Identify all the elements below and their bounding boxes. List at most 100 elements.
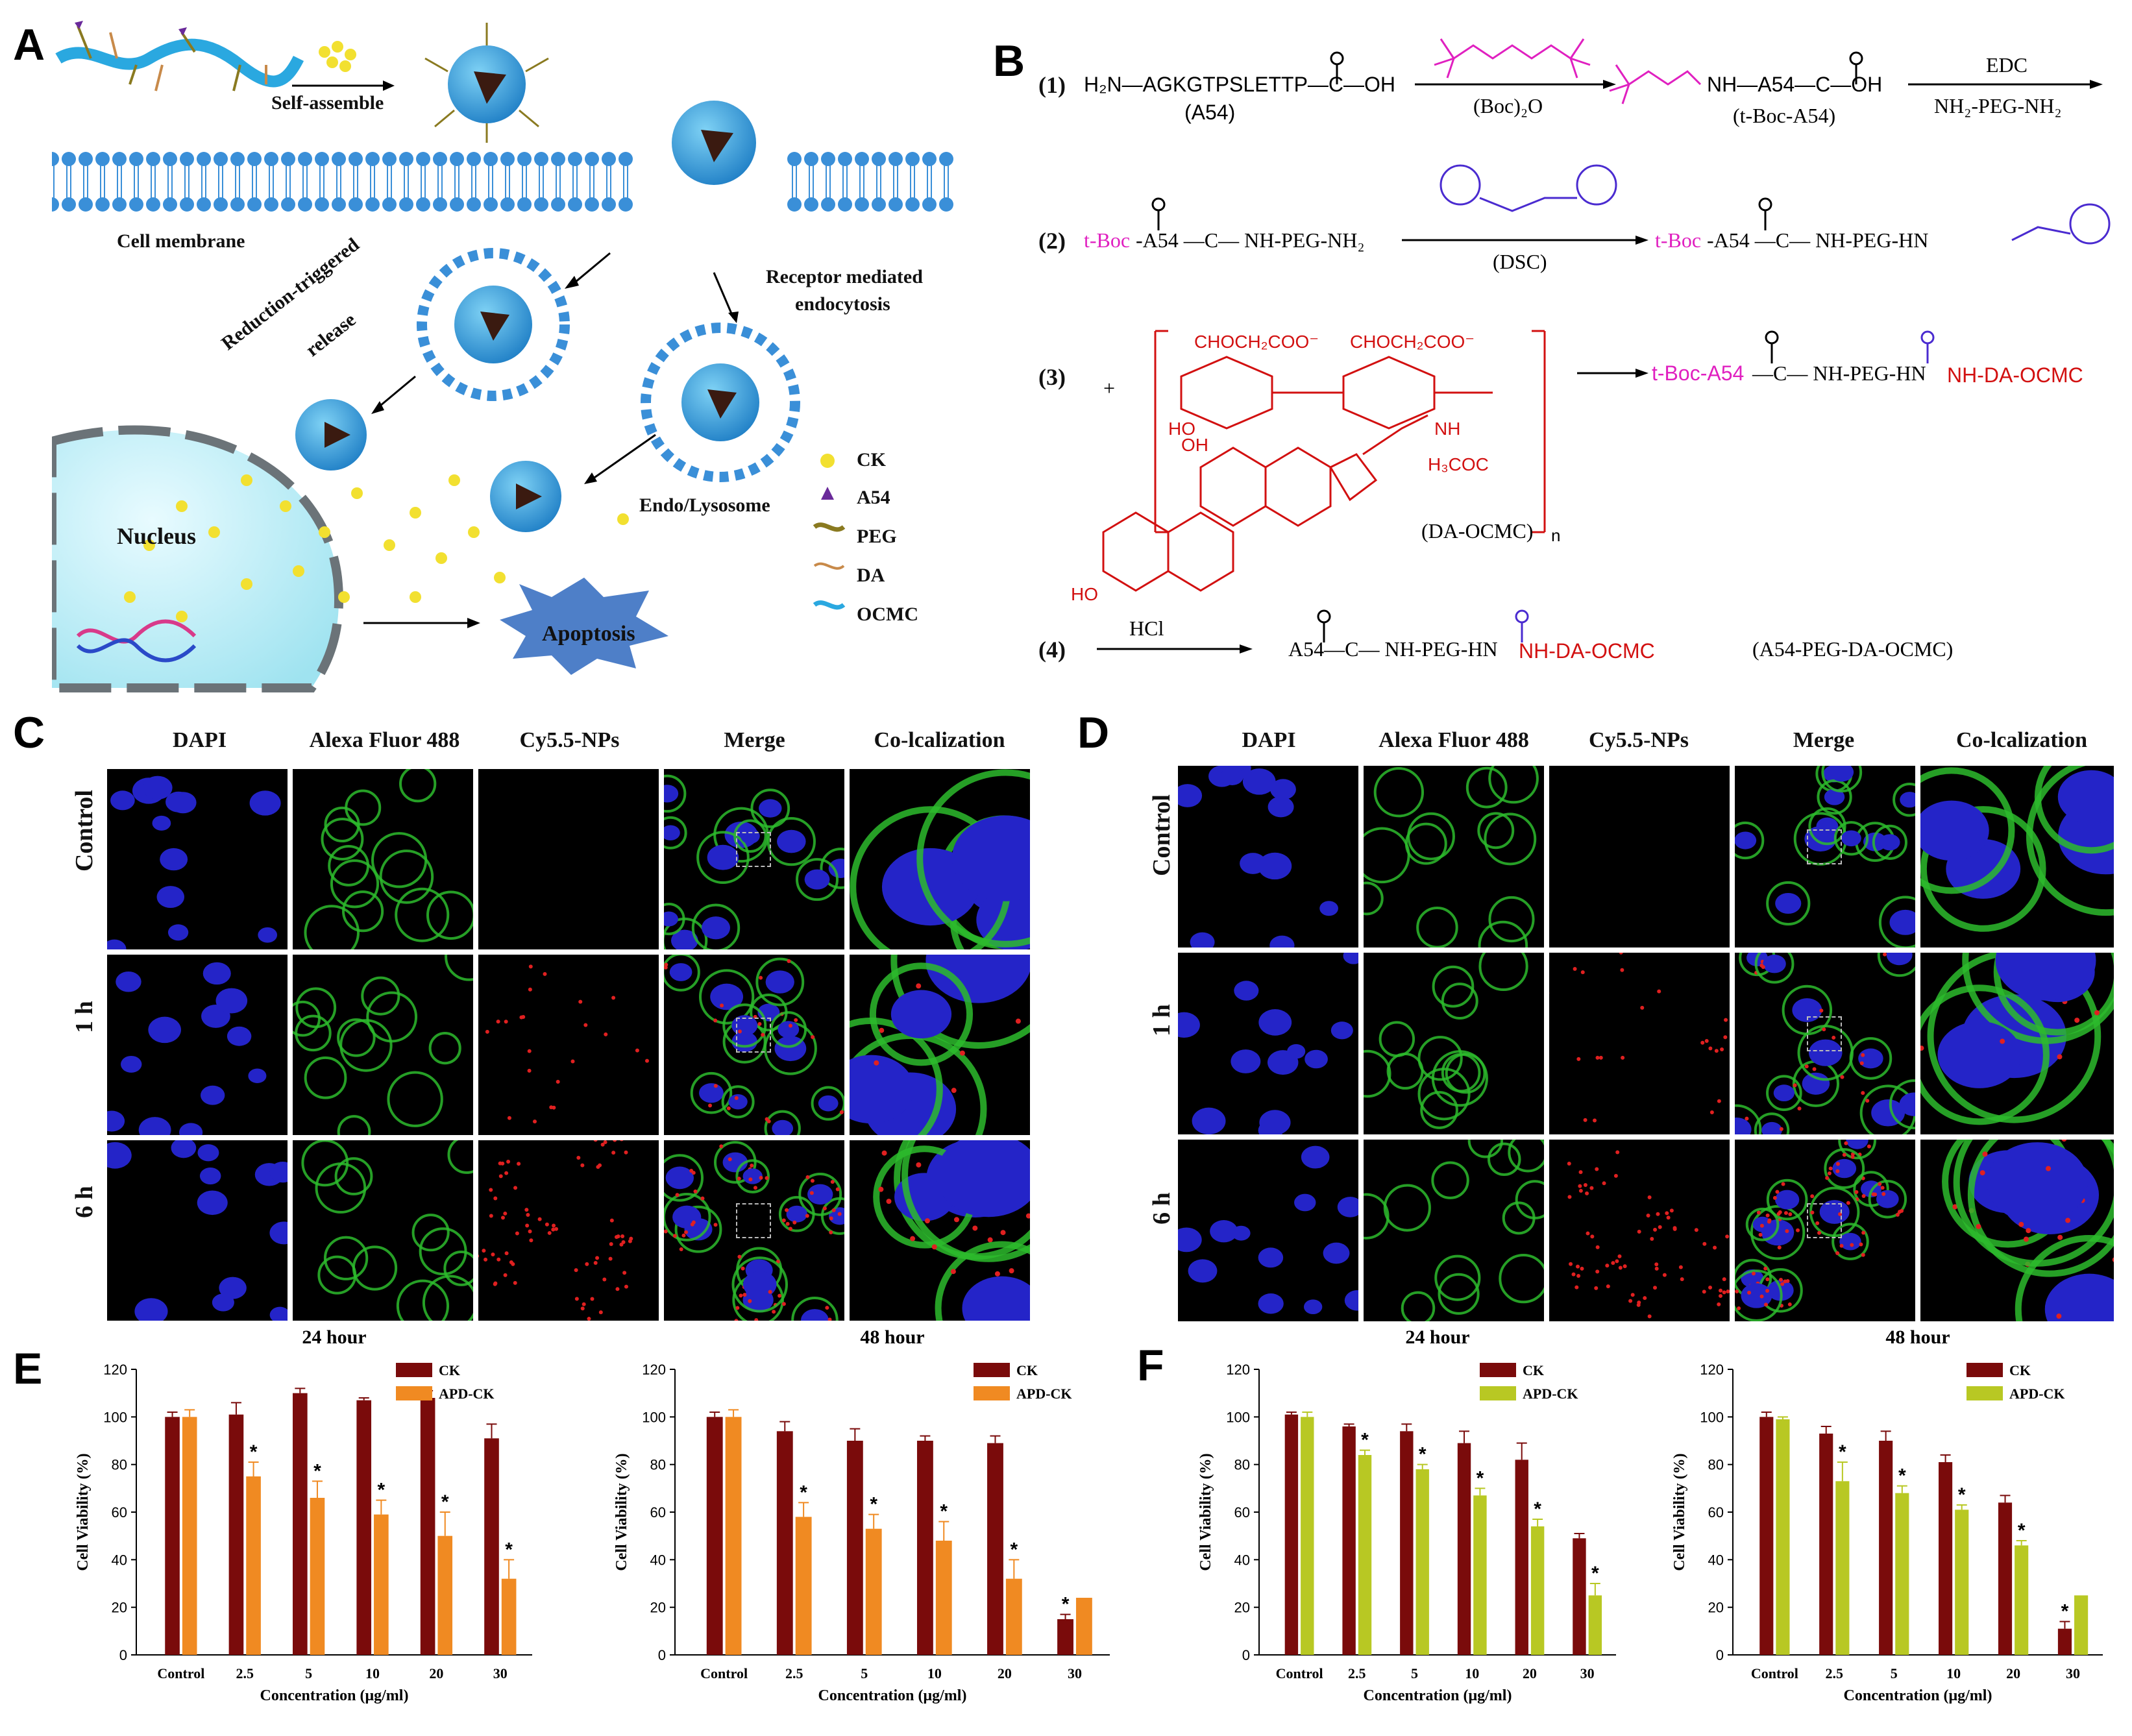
cell-membrane-bilayer [52, 169, 954, 173]
y-tick-label: 0 [658, 1647, 666, 1663]
x-tick-label: 30 [1580, 1665, 1595, 1681]
step-1: (1) [1038, 72, 1066, 98]
y-tick-label: 20 [1708, 1600, 1724, 1616]
c-tile-1h-coloc [850, 955, 1030, 1135]
legend-a54-label: A54 [857, 487, 890, 508]
x-tick-label: 2.5 [1348, 1665, 1366, 1681]
y-tick-label: 100 [1226, 1409, 1250, 1425]
chart-title: 24 hour [1405, 1326, 1469, 1348]
bar-apd-ck [437, 1535, 453, 1655]
c-tile-control-dapi [107, 769, 288, 949]
significance-mark: * [441, 1491, 449, 1513]
d-row-1h: 1 h [1148, 1004, 1175, 1036]
bar-ck [293, 1393, 308, 1655]
d-tile-control-coloc [1920, 766, 2114, 947]
synthesis-scheme-lines [1097, 38, 2111, 654]
d-tile-control-merge [1735, 766, 1915, 947]
bar-ck [1284, 1414, 1299, 1655]
significance-mark: * [1476, 1467, 1484, 1489]
bar-apd-ck [1835, 1481, 1850, 1655]
bar-ck [987, 1443, 1003, 1655]
d-tile-control-alexa [1364, 766, 1544, 947]
y-tick-label: 0 [119, 1647, 127, 1663]
y-axis-label: Cell Viability (%) [1671, 1453, 1688, 1571]
nh-da-ocmc-4: NH-DA-OCMC [1519, 639, 1655, 663]
nucleus-icon [47, 425, 343, 692]
panel-label-b: B [993, 36, 1025, 86]
d-tile-1h-dapi [1178, 953, 1358, 1134]
legend-label: CK [439, 1362, 460, 1378]
legend-swatch [1967, 1363, 2003, 1377]
a54-reactant: H₂N—AGKGTPSLETTP—C—OH [1084, 73, 1396, 96]
legend-label: APD-CK [1523, 1386, 1578, 1402]
bar-apd-ck [2074, 1595, 2089, 1655]
bar-apd-ck [374, 1514, 389, 1655]
significance-mark: * [800, 1482, 807, 1503]
peg-hn-3: —C— NH-PEG-HN [1752, 361, 1926, 385]
tboc-a54-peg-nhs: -A54 —C— NH-PEG-HN [1707, 228, 1929, 252]
bar-apd-ck [1473, 1495, 1487, 1655]
bar-apd-ck [2015, 1545, 2029, 1655]
zoom-region-box [736, 832, 772, 868]
bar-apd-ck [1588, 1595, 1602, 1655]
bar-apd-ck [725, 1417, 742, 1655]
da-ocmc-name: (DA-OCMC) [1421, 519, 1534, 543]
nucleus-label: Nucleus [117, 523, 197, 549]
tboc-a54-name: (t-Boc-A54) [1733, 104, 1836, 127]
boc-anhydride-structure [1434, 38, 1591, 79]
d-tile-6h-coloc [1920, 1140, 2114, 1321]
legend-swatch [1480, 1363, 1516, 1377]
panel-b-synthesis: (1) H₂N—AGKGTPSLETTP—C—OH (A54) (Boc)₂O … [1038, 13, 2129, 688]
polymer-chain-icon [55, 21, 304, 92]
tboc-group-structure [1609, 64, 1702, 104]
d-tile-6h-cy55 [1549, 1140, 1730, 1321]
legend-swatch [396, 1363, 432, 1377]
panel-label-f: F [1137, 1341, 1164, 1390]
significance-mark: * [870, 1494, 877, 1515]
bar-ck [1515, 1460, 1528, 1655]
chart-title: 48 hour [860, 1326, 924, 1348]
nh-da-ocmc-3: NH-DA-OCMC [1947, 363, 2083, 387]
da-ho: HO [1071, 584, 1098, 604]
bar-ck [1998, 1502, 2013, 1655]
membrane-lipids [45, 152, 953, 212]
bar-ck [356, 1400, 372, 1655]
c-tile-control-cy55 [478, 769, 659, 949]
c-tile-control-merge [664, 769, 844, 949]
step-2: (2) [1038, 228, 1066, 254]
c-col-merge: Merge [724, 728, 785, 752]
y-tick-label: 20 [112, 1600, 127, 1616]
d-tile-1h-cy55 [1549, 953, 1730, 1134]
legend-label: APD-CK [1016, 1386, 1072, 1402]
x-tick-label: 5 [861, 1665, 868, 1681]
y-tick-label: 40 [650, 1552, 666, 1568]
panel-label-c: C [13, 708, 45, 757]
chart-title: 24 hour [302, 1326, 366, 1348]
d-row-6h: 6 h [1148, 1192, 1175, 1225]
tboc-label-2: t-Boc [1084, 228, 1131, 252]
y-tick-label: 0 [1242, 1647, 1250, 1663]
significance-mark: * [378, 1480, 386, 1501]
bar-apd-ck [1415, 1469, 1429, 1655]
x-tick-label: 20 [998, 1665, 1012, 1681]
x-axis-label: Concentration (μg/ml) [1364, 1687, 1512, 1704]
bar-ck [776, 1431, 793, 1655]
y-tick-label: 120 [103, 1362, 127, 1378]
bar-apd-ck [1955, 1510, 1969, 1655]
x-tick-label: 30 [1068, 1665, 1082, 1681]
x-tick-label: 20 [1523, 1665, 1537, 1681]
d-tile-control-cy55 [1549, 766, 1730, 947]
panel-a-schematic: Self-assemble Cell membrane Receptor med… [45, 13, 999, 701]
legend-ocmc-label: OCMC [857, 604, 918, 625]
significance-mark: * [1062, 1594, 1070, 1615]
ocmc-group-1: CHOCH₂COO⁻ [1194, 332, 1319, 352]
nhs-ester-structure [2011, 203, 2111, 245]
legend-swatch [396, 1386, 432, 1400]
dsc-reagent: (DSC) [1493, 250, 1547, 273]
significance-mark: * [250, 1441, 258, 1463]
c-tile-control-coloc [850, 769, 1030, 949]
